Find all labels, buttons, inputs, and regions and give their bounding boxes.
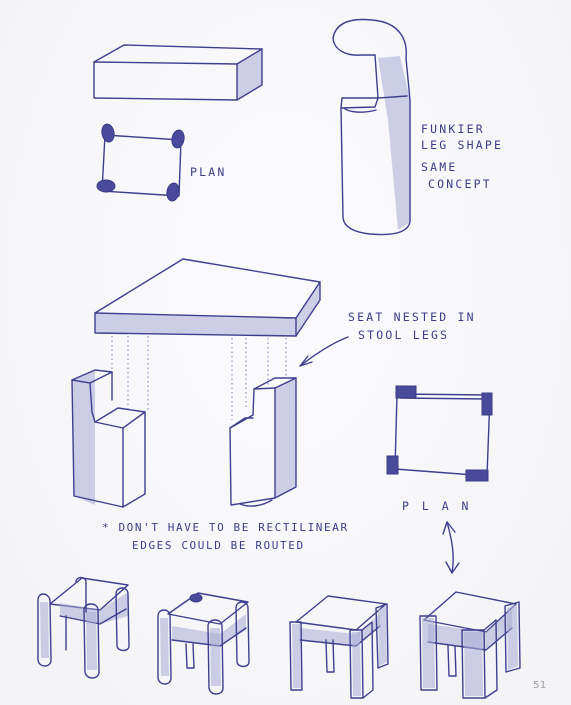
plan-sketch-top (96, 123, 185, 202)
seat-note-line1: SEAT NESTED IN (348, 310, 476, 324)
plan-label-right: P L A N (402, 499, 472, 513)
funkier-note-line1: FUNKIER (421, 122, 485, 136)
stool-variant-rounded-2 (157, 592, 250, 695)
same-note-line1: SAME (421, 160, 458, 174)
seat-block-sketch (93, 44, 263, 101)
pointer-arrow (299, 336, 349, 367)
stool-variant-square-2 (419, 591, 521, 699)
funky-leg-sketch (332, 18, 411, 236)
nested-seat-slab-sketch (94, 258, 321, 337)
page-number: 51 (533, 680, 547, 691)
right-stool-leg-sketch (229, 377, 297, 507)
double-arrow (442, 521, 460, 574)
guide-lines (111, 336, 287, 420)
funkier-note-line2: LEG SHAPE (421, 138, 504, 152)
plan-sketch-right (386, 385, 493, 482)
stool-variant-rounded-1 (37, 576, 130, 679)
plan-label-top: PLAN (190, 165, 227, 179)
same-note-line2: CONCEPT (428, 177, 492, 191)
rectilinear-note-line2: EDGES COULD BE ROUTED (132, 539, 305, 552)
stool-variant-square-1 (289, 595, 389, 699)
left-stool-leg-sketch (71, 369, 146, 508)
seat-note-line2: STOOL LEGS (358, 328, 450, 342)
rectilinear-note-line1: * DON'T HAVE TO BE RECTILINEAR (102, 521, 349, 534)
